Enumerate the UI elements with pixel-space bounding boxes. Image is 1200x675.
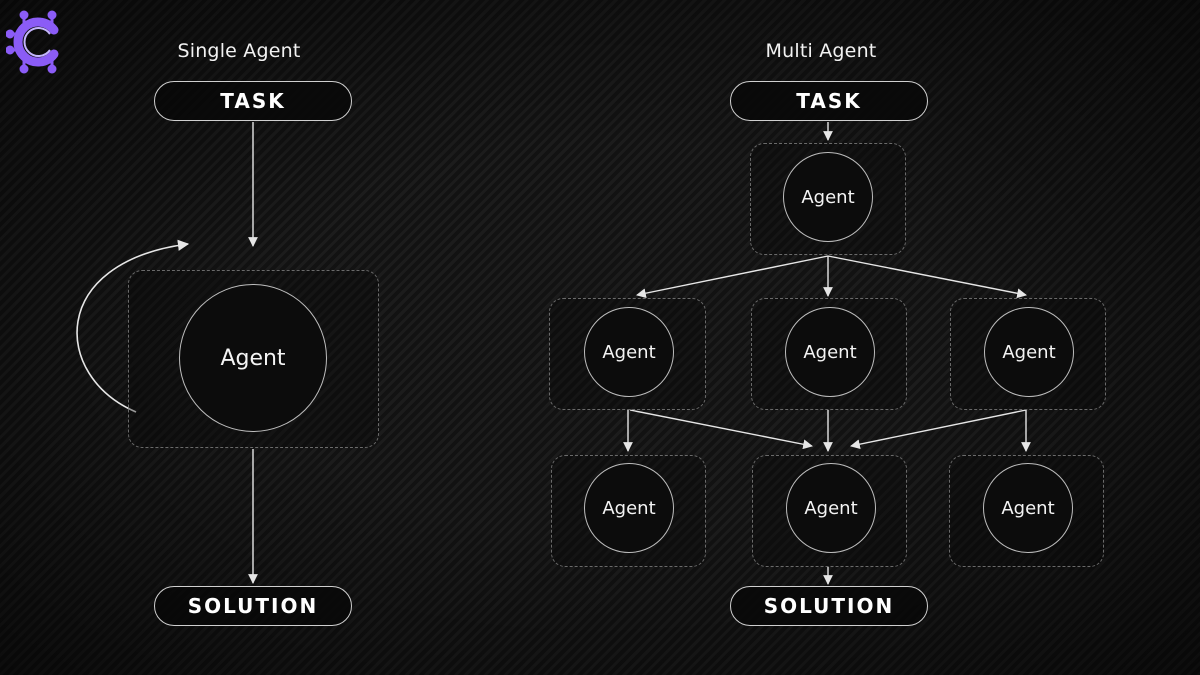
arrow-left-to-bottom-center — [629, 409, 813, 450]
multi-agent-node-mid-right: Agent — [984, 307, 1074, 397]
arrow-right-to-bottom-center — [850, 409, 1027, 450]
single-agent-heading: Single Agent — [177, 40, 301, 62]
single-task-pill: TASK — [154, 81, 352, 121]
multi-agent-node-mid-center: Agent — [785, 307, 875, 397]
multi-agent-heading: Multi Agent — [765, 40, 877, 62]
arrow-top-to-left-agent — [636, 255, 829, 299]
multi-task-pill: TASK — [730, 81, 928, 121]
arrow-top-to-right-agent — [827, 255, 1027, 299]
multi-solution-pill: SOLUTION — [730, 586, 928, 626]
c-chip-logo-icon — [6, 10, 59, 74]
single-agent-node: Agent — [179, 284, 327, 432]
multi-agent-node-top: Agent — [783, 152, 873, 242]
multi-agent-node-bottom-center: Agent — [786, 463, 876, 553]
single-solution-pill: SOLUTION — [154, 586, 352, 626]
multi-agent-node-bottom-right: Agent — [983, 463, 1073, 553]
feedback-loop-arrow — [76, 239, 190, 413]
multi-agent-node-mid-left: Agent — [584, 307, 674, 397]
multi-agent-node-bottom-left: Agent — [584, 463, 674, 553]
